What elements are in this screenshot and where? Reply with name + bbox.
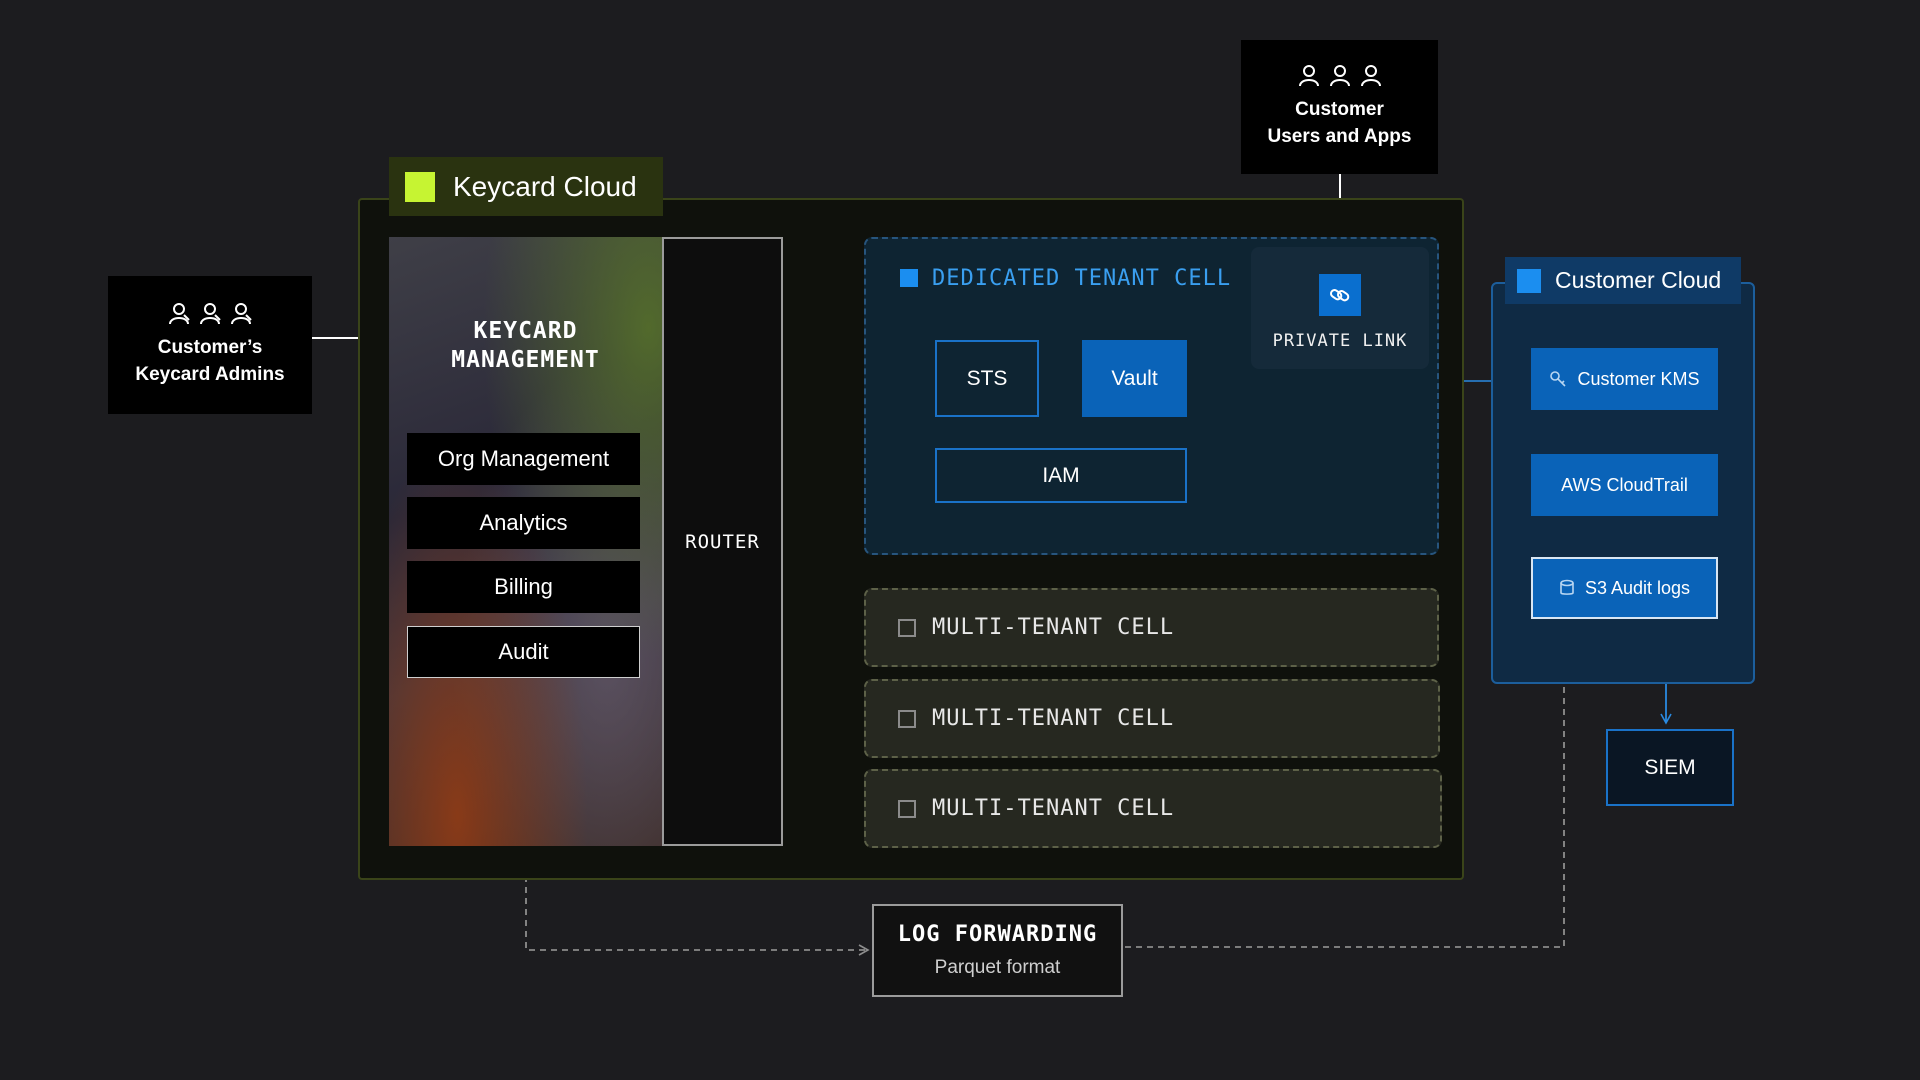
iam-box: IAM xyxy=(935,448,1187,503)
s3-audit-logs-label: S3 Audit logs xyxy=(1584,577,1691,598)
users-label-line1: Customer xyxy=(1295,99,1384,120)
customer-cloud-tab: Customer Cloud xyxy=(1505,257,1741,304)
log-forwarding-title: LOG FORWARDING xyxy=(897,922,1098,947)
router: ROUTER xyxy=(662,237,783,846)
customer-cloud-swatch xyxy=(1517,268,1541,293)
multi-tenant-cell-2: MULTI-TENANT CELL xyxy=(864,679,1440,758)
org-management-button[interactable]: Org Management xyxy=(407,433,640,485)
dedicated-cell-title: DEDICATED TENANT CELL xyxy=(932,265,1232,291)
multi-tenant-cell-3: MULTI-TENANT CELL xyxy=(864,769,1442,848)
admins-label-line1: Customer’s xyxy=(157,337,263,358)
vault-box: Vault xyxy=(1082,340,1187,417)
siem-box: SIEM xyxy=(1606,729,1734,806)
s3-audit-logs-box: S3 Audit logs xyxy=(1531,557,1718,619)
keycard-cloud-tab: Keycard Cloud xyxy=(389,157,663,216)
private-link: PRIVATE LINK xyxy=(1251,247,1429,369)
multi-tenant-cell-label: MULTI-TENANT CELL xyxy=(932,796,1175,821)
database-icon xyxy=(1559,579,1575,597)
management-title-line2: MANAGEMENT xyxy=(451,347,600,373)
dedicated-cell-swatch xyxy=(900,269,918,287)
keycard-admins-actor: Customer’s Keycard Admins xyxy=(108,276,312,414)
cell-checkbox-icon xyxy=(898,799,916,818)
log-forwarding-box: LOG FORWARDING Parquet format xyxy=(872,904,1123,997)
billing-button[interactable]: Billing xyxy=(407,561,640,613)
multi-tenant-cell-label: MULTI-TENANT CELL xyxy=(932,615,1175,640)
cell-checkbox-icon xyxy=(898,618,916,637)
users-label-line2: Users and Apps xyxy=(1267,126,1412,147)
management-title-line1: KEYCARD xyxy=(473,318,578,344)
customer-kms-box: Customer KMS xyxy=(1531,348,1718,410)
multi-tenant-cell-1: MULTI-TENANT CELL xyxy=(864,588,1439,667)
sts-box: STS xyxy=(935,340,1039,417)
customer-kms-label: Customer KMS xyxy=(1577,368,1700,389)
dedicated-cell-header: DEDICATED TENANT CELL xyxy=(900,265,1232,291)
analytics-button[interactable]: Analytics xyxy=(407,497,640,549)
private-link-label: PRIVATE LINK xyxy=(1272,331,1408,351)
keycard-cloud-swatch xyxy=(405,171,435,202)
customer-cloud-title: Customer Cloud xyxy=(1555,267,1722,293)
keycard-management-title: KEYCARD MANAGEMENT xyxy=(389,317,662,375)
link-icon xyxy=(1319,274,1361,316)
customer-users-actor: Customer Users and Apps xyxy=(1241,40,1438,174)
cell-checkbox-icon xyxy=(898,709,916,728)
cloudtrail-box: AWS CloudTrail xyxy=(1531,454,1718,516)
admins-label-line2: Keycard Admins xyxy=(135,364,285,385)
admin-users-icon xyxy=(167,302,253,326)
multi-tenant-cell-label: MULTI-TENANT CELL xyxy=(932,706,1175,731)
log-forwarding-subtitle: Parquet format xyxy=(934,957,1061,978)
customer-users-icon xyxy=(1297,64,1383,88)
keycard-cloud-title: Keycard Cloud xyxy=(453,170,637,202)
key-icon xyxy=(1549,370,1567,388)
audit-button[interactable]: Audit xyxy=(407,626,640,678)
